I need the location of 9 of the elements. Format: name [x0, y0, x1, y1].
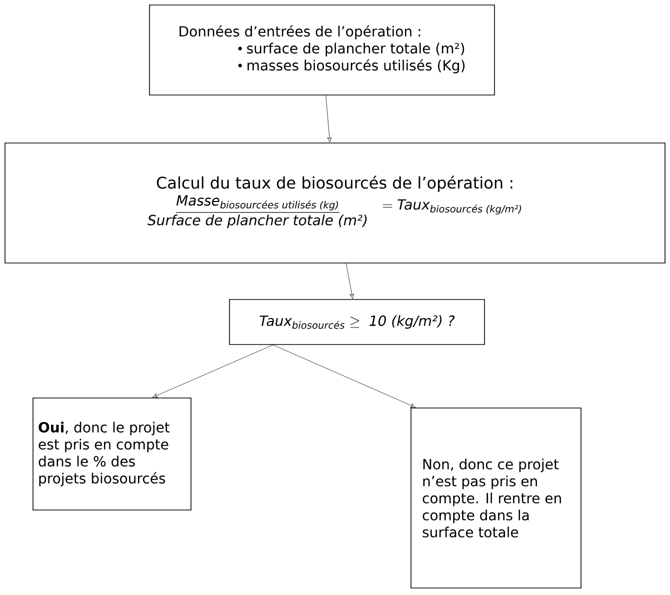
arrow — [326, 95, 332, 142]
result-box: Oui, donc le projet est pris en compte dans le % des projets biosourcés — [32, 398, 192, 510]
arrow — [152, 344, 274, 398]
arrow — [272, 344, 416, 408]
calculation-box: Calcul du taux de biosourcés de l’opération : $\textit{Masse}_{\textit{biosourcées utilisés (kg)}}$ Surface de plancher totale (m²) $=\textit{Taux}_{\textit{biosourcés (kg/m²)}}$ — [4, 142, 666, 264]
input-box: Données d’entrées de l’opération : surface de plancher totale (m²) masses biosourcés utilisés (Kg) — [149, 4, 495, 96]
result-box: Non, donc ce projet n’est pas pris en compte. Il rentre en compte dans la surface totale — [410, 408, 582, 588]
decision-box: $\textit{Taux}_{\textit{biosourcés}}\geq\textit{ 10 (kg/m²) ?}$ — [229, 299, 485, 345]
arrow — [346, 263, 354, 299]
